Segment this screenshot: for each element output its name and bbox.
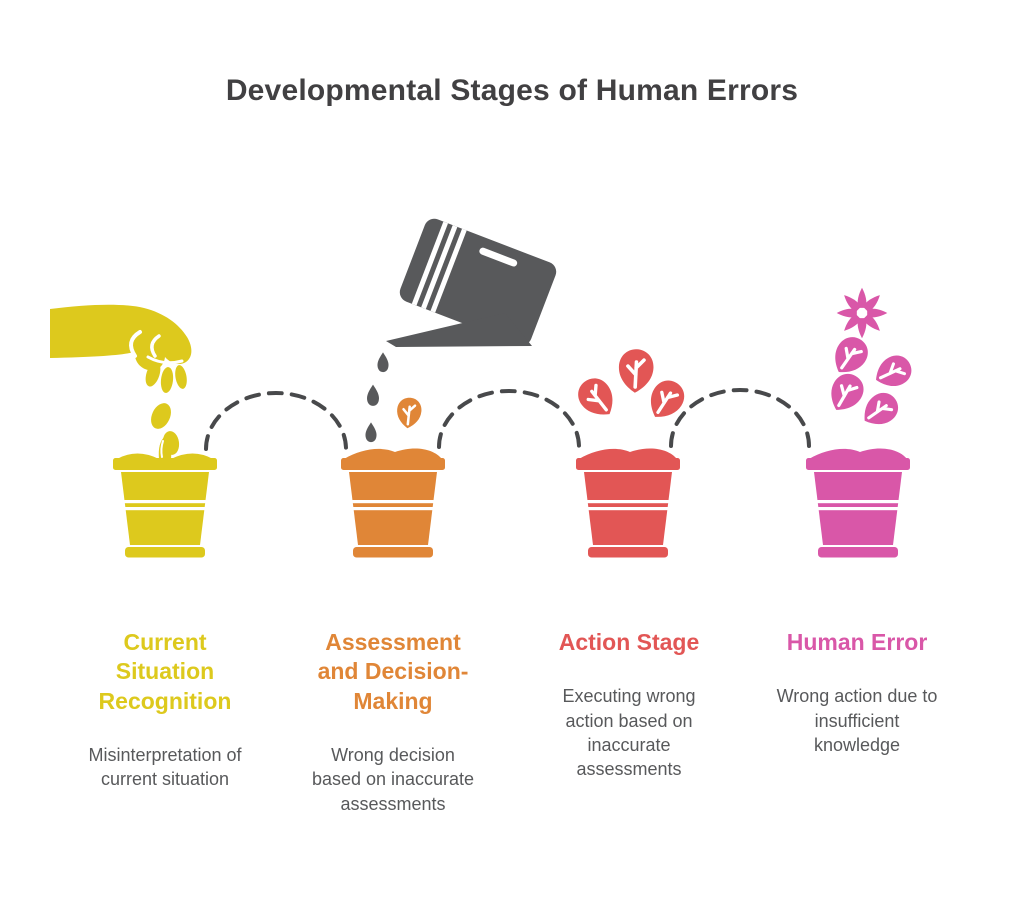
stage-3-title: Action Stage bbox=[558, 629, 700, 655]
flower-pot-icon bbox=[341, 448, 445, 558]
seedling-leaf-icon bbox=[394, 395, 424, 431]
flower-pot-icon bbox=[576, 448, 680, 558]
flower-pot-icon bbox=[113, 436, 217, 558]
sprouting-leaves-icon bbox=[569, 346, 692, 428]
hand-dropping-seed-icon bbox=[50, 304, 192, 455]
dashed-arc-connector bbox=[204, 388, 811, 451]
stage-4-title: Human Error bbox=[786, 629, 928, 655]
page-title: Developmental Stages of Human Errors bbox=[225, 74, 799, 107]
flower-pot-icon bbox=[806, 448, 910, 558]
blooming-flower-icon bbox=[821, 288, 918, 435]
watering-can-icon bbox=[365, 218, 557, 443]
